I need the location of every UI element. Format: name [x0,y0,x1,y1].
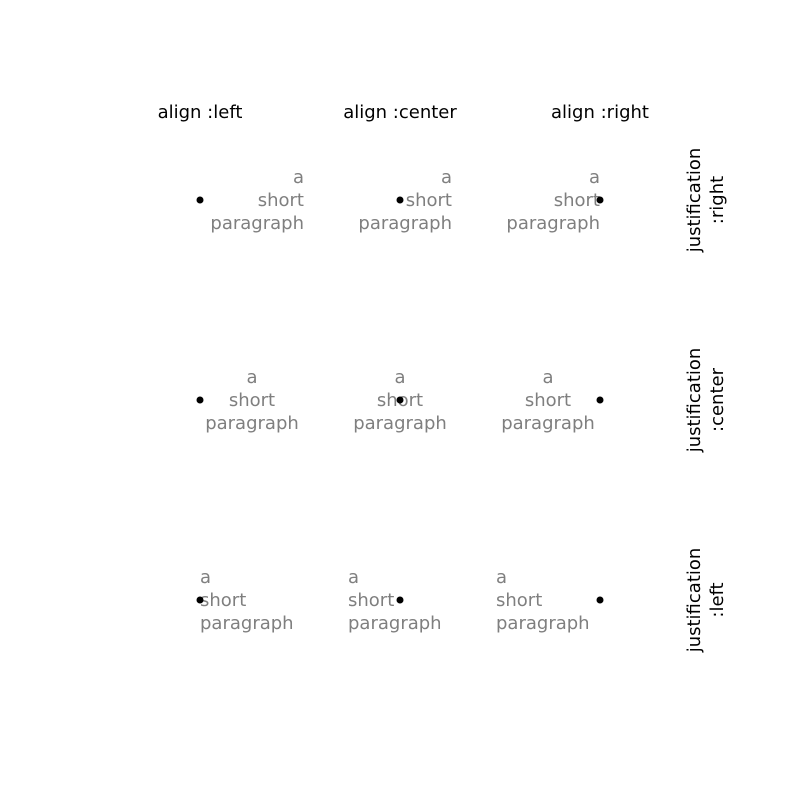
paragraph-line: a [200,566,212,588]
paragraph-line: short [200,589,247,611]
paragraph-line: paragraph [496,612,590,634]
anchor-dot [396,196,404,204]
anchor-dot [196,596,204,604]
paragraph-line: short [524,389,572,411]
anchor-dot [196,396,204,404]
row-label-justification-center: justification :center [683,320,731,480]
paragraph-line: paragraph [205,412,299,434]
paragraph-line: a [588,166,600,188]
column-header-align-center: align :center [343,102,457,123]
paragraph-line: a [394,366,406,388]
paragraph-line: a [496,566,508,588]
paragraph-line: a [542,366,554,388]
row-label-line1: justification [684,547,705,653]
row-label-justification-right: justification :right [683,120,731,280]
anchor-dot [596,396,604,404]
paragraph-line: short [228,389,276,411]
column-header-align-left: align :left [157,102,243,123]
anchor-dot [596,596,604,604]
paragraph-line: short [405,189,452,211]
anchor-dot [196,196,204,204]
anchor-dot [596,196,604,204]
paragraph-line: short [496,589,543,611]
column-header-align-right: align :right [551,102,649,123]
paragraph-line: a [292,166,304,188]
paragraph-line: paragraph [200,612,294,634]
row-label-justification-left: justification :left [683,520,731,680]
anchor-dot [396,596,404,604]
paragraph-line: paragraph [210,212,304,234]
paragraph-line: short [257,189,304,211]
paragraph-line: short [553,189,600,211]
row-label-line1: justification [684,147,705,253]
paragraph-line: paragraph [501,412,595,434]
paragraph-line: paragraph [348,612,442,634]
anchor-dot [396,396,404,404]
paragraph-line: paragraph [353,412,447,434]
paragraph-line: paragraph [506,212,600,234]
row-label-line2: :center [707,368,728,432]
row-label-line2: :right [707,175,728,225]
paragraph-line: short [348,589,395,611]
paragraph-line: a [440,166,452,188]
row-label-line1: justification [684,347,705,453]
paragraph-line: a [348,566,360,588]
paragraph-line: paragraph [358,212,452,234]
row-label-line2: :left [707,582,728,618]
paragraph-line: a [246,366,258,388]
